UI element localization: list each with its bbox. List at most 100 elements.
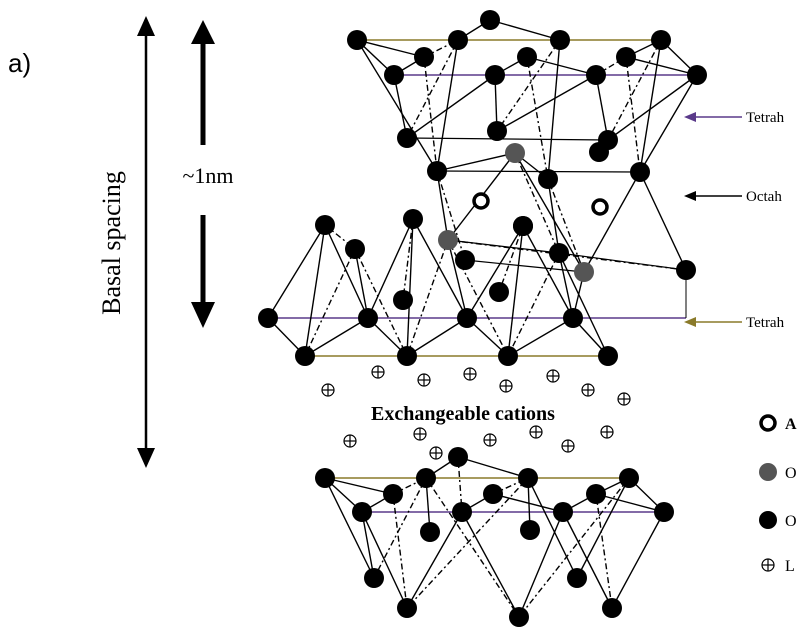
black-atom (258, 308, 278, 328)
bond-line (583, 171, 641, 273)
bond-line (392, 493, 408, 609)
bond-line (406, 74, 496, 139)
bond-line (406, 511, 463, 609)
black-atom (483, 484, 503, 504)
bond-line (466, 225, 524, 319)
bond-line (406, 239, 449, 357)
exchangeable-cations-group (321, 365, 631, 460)
black-atom (616, 47, 636, 67)
black-atom (416, 468, 436, 488)
black-atom (553, 502, 573, 522)
black-atom (630, 162, 650, 182)
bond-line (412, 218, 468, 319)
black-atom (414, 47, 434, 67)
bond-line (447, 239, 687, 271)
bond-line (267, 224, 326, 319)
bond-line (304, 248, 356, 357)
black-atom (619, 468, 639, 488)
black-atom (602, 598, 622, 618)
bond-line (527, 477, 578, 579)
exchangeable-cation (413, 427, 427, 441)
black-atom (538, 169, 558, 189)
label-tetrahedral-top: Tetrah (746, 110, 785, 126)
black-atom (676, 260, 696, 280)
bond-network (267, 19, 698, 618)
bond-line (507, 252, 560, 357)
bond-line (361, 511, 375, 579)
black-atom (383, 484, 403, 504)
bond-line (436, 39, 459, 172)
bond-line (464, 259, 585, 273)
black-atom (397, 598, 417, 618)
bond-line (447, 239, 468, 319)
panel-label: a) (8, 48, 31, 78)
label-octahedral: Octah (746, 189, 782, 205)
black-atom (455, 250, 475, 270)
exchangeable-cation (417, 373, 431, 387)
bond-line (324, 477, 394, 495)
basal-spacing-arrow (137, 16, 155, 468)
bond-line (607, 39, 662, 141)
exchangeable-cation (499, 379, 513, 393)
black-atom (420, 522, 440, 542)
black-atom (509, 607, 529, 627)
bond-line (354, 248, 369, 319)
black-atom (295, 346, 315, 366)
bond-line (425, 477, 520, 618)
label-tetrahedral-bottom: Tetrah (746, 315, 785, 331)
black-atom (687, 65, 707, 85)
black-atom (352, 502, 372, 522)
pointer-tetrahedral-bottom (684, 317, 742, 327)
black-atom (589, 142, 609, 162)
black-atom (513, 216, 533, 236)
black-atom (485, 65, 505, 85)
black-atom (384, 65, 404, 85)
legend-black-circle-icon (759, 511, 777, 529)
pointer-tetrahedral-top (684, 112, 742, 122)
bond-line (492, 493, 564, 513)
bond-line (373, 477, 427, 579)
grey-atom (505, 143, 525, 163)
black-atom (393, 290, 413, 310)
black-atom (598, 346, 618, 366)
bond-line (611, 511, 665, 609)
bond-line (518, 477, 630, 618)
bond-line (547, 178, 585, 273)
legend-grey-circle-icon (759, 463, 777, 481)
exchangeable-cation (321, 383, 335, 397)
legend-text-al: A (785, 416, 797, 433)
bond-line (304, 317, 369, 357)
bond-line (514, 152, 560, 254)
bond-line (639, 39, 662, 173)
legend-text-cation: L (785, 558, 795, 575)
layer-thickness-arrow (191, 20, 215, 328)
black-atom (448, 447, 468, 467)
bond-line (406, 317, 468, 357)
bond-line (558, 252, 574, 319)
open-atom (591, 198, 609, 216)
black-atom (345, 239, 365, 259)
bond-line (595, 493, 613, 609)
black-atom (397, 128, 417, 148)
black-atom (347, 30, 367, 50)
black-atom (452, 502, 472, 522)
black-atom (654, 502, 674, 522)
black-atom (397, 346, 417, 366)
bond-line (489, 19, 561, 41)
exchangeable-cation (529, 425, 543, 439)
black-atom (448, 30, 468, 50)
black-atom (518, 468, 538, 488)
exchangeable-cation (483, 433, 497, 447)
exchangeable-cation (561, 439, 575, 453)
black-atom (586, 65, 606, 85)
legend: A O O L (759, 414, 797, 575)
bond-line (447, 239, 509, 357)
bond-line (526, 56, 597, 76)
black-atom (517, 47, 537, 67)
bond-line (406, 477, 529, 609)
black-atom (651, 30, 671, 50)
bond-line (423, 56, 438, 172)
bond-line (393, 74, 408, 139)
bond-line (576, 477, 630, 579)
bond-line (507, 317, 574, 357)
